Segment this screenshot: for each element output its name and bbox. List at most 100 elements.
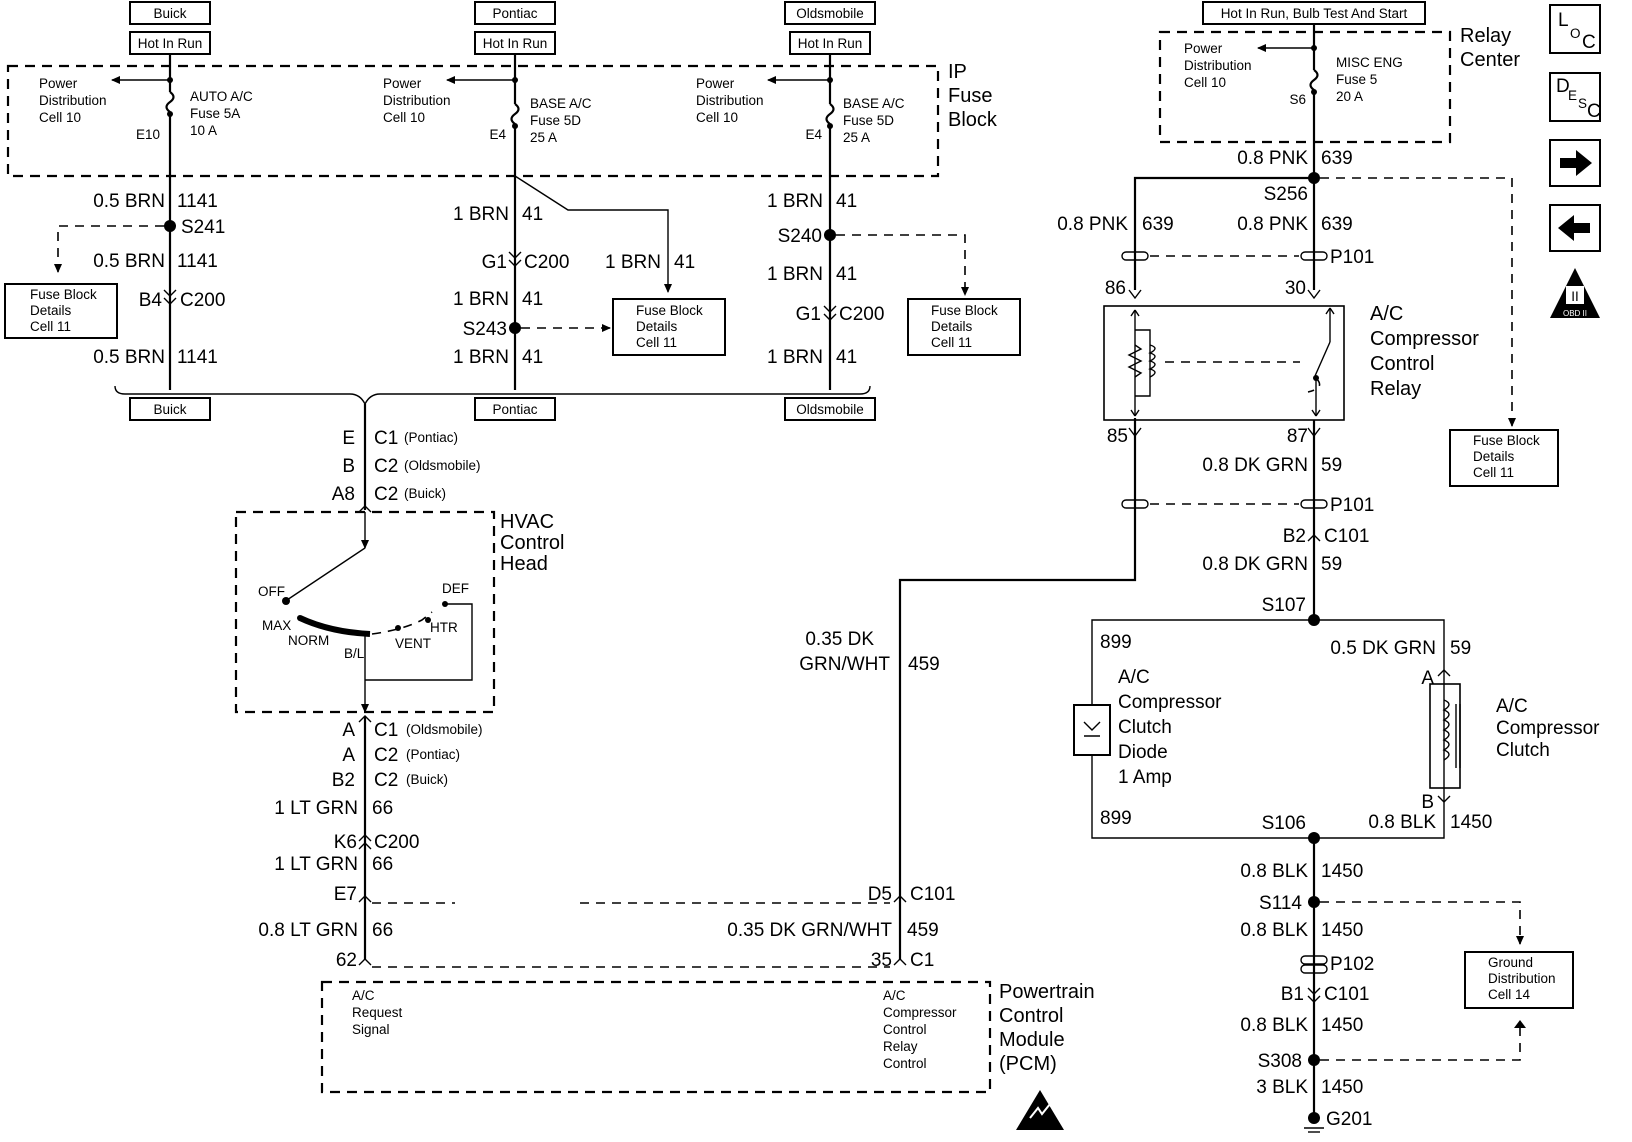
svg-text:1 BRN: 1 BRN <box>767 347 823 368</box>
relay-center-label: Relay <box>1460 25 1511 47</box>
svg-text:0.8 LT GRN: 0.8 LT GRN <box>258 920 358 941</box>
svg-text:25 A: 25 A <box>530 130 557 145</box>
svg-text:Buick: Buick <box>153 6 186 21</box>
buick-tags: Buick Hot In Run <box>129 1 211 55</box>
svg-text:VENT: VENT <box>395 636 431 651</box>
arrow-left-button[interactable] <box>1549 204 1601 252</box>
svg-text:NORM: NORM <box>288 633 329 648</box>
svg-text:25 A: 25 A <box>843 130 870 145</box>
svg-text:1 LT GRN: 1 LT GRN <box>274 854 358 875</box>
svg-text:Control: Control <box>883 1056 927 1071</box>
svg-text:(Pontiac): (Pontiac) <box>406 747 460 762</box>
svg-text:B2: B2 <box>332 770 355 791</box>
svg-text:C2: C2 <box>374 456 398 477</box>
svg-text:Hot In Run: Hot In Run <box>798 36 863 51</box>
svg-text:Module: Module <box>999 1029 1065 1051</box>
svg-text:Fuse: Fuse <box>948 85 992 107</box>
svg-text:10 A: 10 A <box>190 123 217 138</box>
svg-text:62: 62 <box>336 950 357 971</box>
svg-text:Fuse Block: Fuse Block <box>636 303 703 318</box>
svg-text:O: O <box>1570 26 1581 41</box>
svg-text:C1: C1 <box>910 950 934 971</box>
relay-output-circuit: 85 87 0.8 DK GRN 59 P101 B2 C101 0.8 DK … <box>1107 420 1374 626</box>
pontiac-wire-column: 1 BRN 41 G1 C200 1 BRN 41 1 BRN 41 S243 … <box>453 175 726 368</box>
svg-text:1141: 1141 <box>177 191 218 212</box>
svg-text:OFF: OFF <box>258 584 285 599</box>
svg-text:E: E <box>1568 88 1577 103</box>
pcm-module: Powertrain Control Module (PCM) A/C Requ… <box>320 980 1095 1130</box>
svg-text:87: 87 <box>1287 426 1308 447</box>
svg-text:(Buick): (Buick) <box>404 486 446 501</box>
arrow-right-icon <box>1560 150 1592 176</box>
svg-text:B: B <box>1421 792 1434 813</box>
svg-text:Details: Details <box>30 303 72 318</box>
svg-text:Cell 10: Cell 10 <box>1184 75 1226 90</box>
svg-text:E4: E4 <box>489 127 506 142</box>
svg-text:Fuse 5D: Fuse 5D <box>843 113 894 128</box>
svg-text:BASE A/C: BASE A/C <box>843 96 905 111</box>
svg-text:P102: P102 <box>1330 954 1374 975</box>
svg-text:Distribution: Distribution <box>383 93 451 108</box>
svg-text:Compressor: Compressor <box>1496 718 1600 739</box>
svg-text:Cell 14: Cell 14 <box>1488 987 1531 1002</box>
svg-text:1 BRN: 1 BRN <box>453 289 509 310</box>
svg-text:639: 639 <box>1321 214 1353 235</box>
svg-text:Control: Control <box>500 532 564 554</box>
svg-text:Cell 11: Cell 11 <box>931 335 972 350</box>
ground-circuit: 0.8 BLK 1450 S114 0.8 BLK 1450 P102 B1 C… <box>1240 838 1574 1133</box>
svg-text:Pontiac: Pontiac <box>492 6 537 21</box>
svg-text:Relay: Relay <box>883 1039 918 1054</box>
svg-text:899: 899 <box>1100 808 1132 829</box>
svg-text:HVAC: HVAC <box>500 511 554 533</box>
arrow-right-button[interactable] <box>1549 139 1601 187</box>
hvac-upper-connector: E C1 (Pontiac) B C2 (Oldsmobile) A8 C2 (… <box>332 428 481 513</box>
svg-text:B1: B1 <box>1281 984 1304 1005</box>
svg-text:C2: C2 <box>374 484 398 505</box>
svg-text:0.8 DK GRN: 0.8 DK GRN <box>1202 554 1308 575</box>
obd-ii-icon: II OBD II <box>1550 268 1600 318</box>
svg-text:C: C <box>1587 101 1601 122</box>
svg-text:Control: Control <box>883 1022 927 1037</box>
svg-text:1 BRN: 1 BRN <box>453 204 509 225</box>
svg-text:Fuse Block: Fuse Block <box>931 303 998 318</box>
svg-text:66: 66 <box>372 798 393 819</box>
svg-text:AUTO A/C: AUTO A/C <box>190 89 253 104</box>
svg-text:459: 459 <box>908 654 940 675</box>
svg-text:D5: D5 <box>868 884 892 905</box>
svg-text:G201: G201 <box>1326 1109 1372 1130</box>
svg-text:C200: C200 <box>374 832 419 853</box>
svg-text:S241: S241 <box>181 217 225 238</box>
svg-text:1 BRN: 1 BRN <box>767 191 823 212</box>
svg-text:Power: Power <box>696 76 735 91</box>
svg-text:66: 66 <box>372 854 393 875</box>
svg-text:0.8 BLK: 0.8 BLK <box>1240 861 1308 882</box>
svg-text:Compressor: Compressor <box>883 1005 957 1020</box>
svg-text:S114: S114 <box>1259 893 1302 914</box>
svg-text:OBD II: OBD II <box>1563 309 1587 318</box>
loc-button[interactable]: L O C <box>1549 4 1601 54</box>
svg-text:41: 41 <box>836 264 857 285</box>
pontiac-tags: Pontiac Hot In Run <box>474 1 556 55</box>
svg-text:Hot In Run, Bulb Test And Star: Hot In Run, Bulb Test And Start <box>1221 6 1408 21</box>
svg-text:Power: Power <box>39 76 78 91</box>
svg-text:3 BLK: 3 BLK <box>1256 1077 1308 1098</box>
svg-text:0.8 PNK: 0.8 PNK <box>1237 148 1308 169</box>
svg-text:0.5 DK GRN: 0.5 DK GRN <box>1330 638 1436 659</box>
svg-text:Pontiac: Pontiac <box>492 402 537 417</box>
svg-text:0.8 PNK: 0.8 PNK <box>1057 214 1128 235</box>
svg-text:1450: 1450 <box>1321 1077 1363 1098</box>
svg-text:GRN/WHT: GRN/WHT <box>799 654 890 675</box>
svg-text:1450: 1450 <box>1321 1015 1363 1036</box>
relay-center-tag: Hot In Run, Bulb Test And Start <box>1202 1 1426 25</box>
svg-text:1141: 1141 <box>177 251 218 272</box>
desc-button[interactable]: D E S C <box>1549 72 1601 122</box>
svg-text:30: 30 <box>1285 278 1306 299</box>
svg-text:A8: A8 <box>332 484 355 505</box>
svg-text:Powertrain: Powertrain <box>999 981 1095 1003</box>
svg-text:86: 86 <box>1105 278 1126 299</box>
clutch-diode-loop: 899 899 0.5 DK GRN 59 A/C Compressor Clu… <box>1073 619 1600 844</box>
svg-text:85: 85 <box>1107 426 1128 447</box>
svg-text:Relay: Relay <box>1370 378 1421 400</box>
svg-text:Cell 10: Cell 10 <box>696 110 738 125</box>
